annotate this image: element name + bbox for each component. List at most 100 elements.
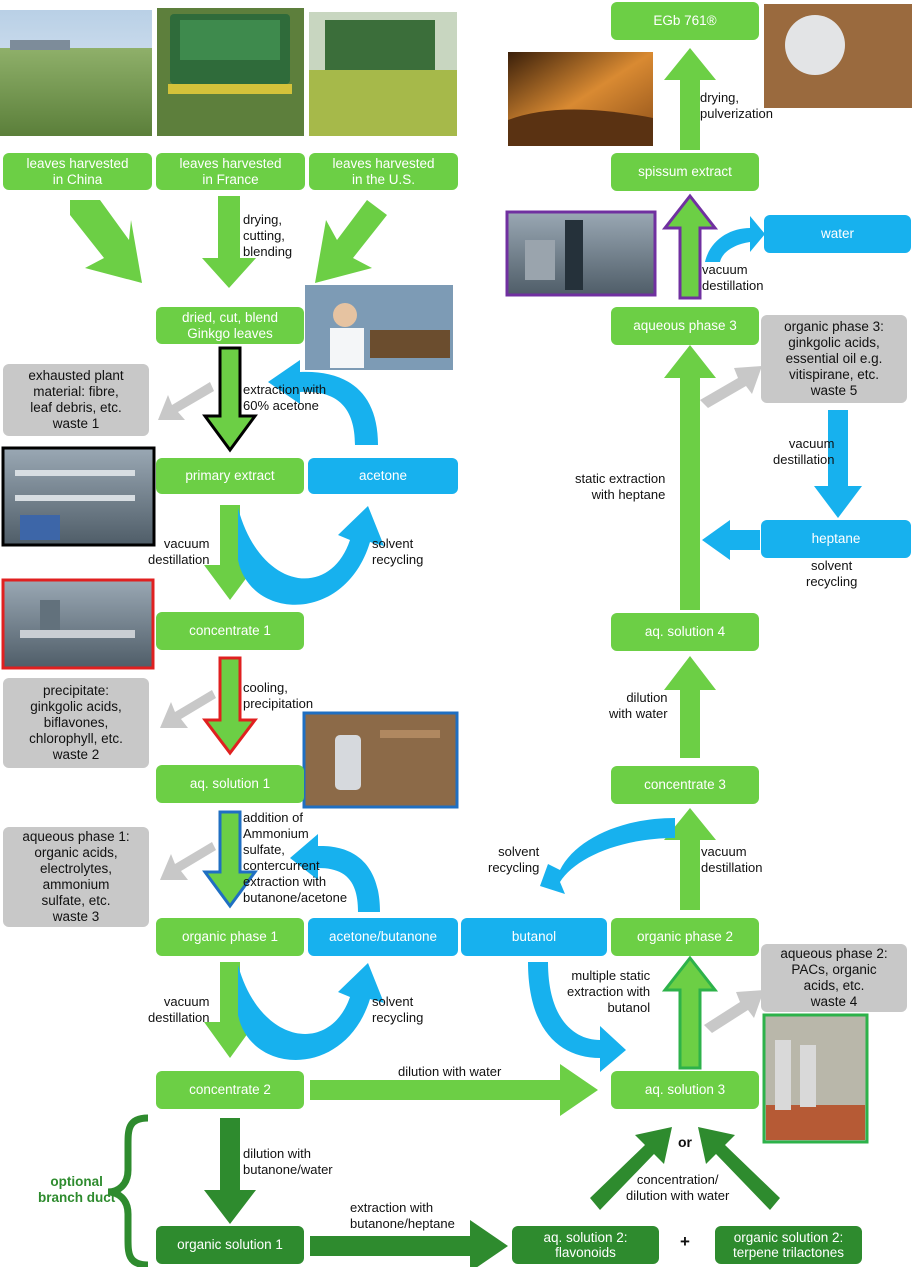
extraction-arrow bbox=[202, 346, 258, 453]
distillation-plant-photo bbox=[505, 210, 657, 297]
aq2-node: aq. solution 2: flavonoids bbox=[512, 1226, 659, 1264]
multiple-label: multiple static extraction with butanol bbox=[567, 968, 651, 1015]
france-node: leaves harvested in France bbox=[156, 153, 305, 190]
vac2-arrow bbox=[204, 962, 256, 1058]
dilw-label: dilution with water bbox=[609, 690, 668, 721]
heptane-recycle-arrow bbox=[702, 520, 760, 560]
aq3-node: aq. solution 3 bbox=[611, 1071, 759, 1109]
extraction-label: extraction with 60% acetone bbox=[243, 382, 327, 413]
water-node: water bbox=[764, 215, 911, 253]
extraction-plant-photo bbox=[1, 446, 156, 547]
drying-label: drying, cutting, blending bbox=[243, 212, 293, 259]
org2-node: organic phase 2 bbox=[611, 918, 759, 956]
china-arrow bbox=[70, 200, 142, 283]
concdil-right-arrow bbox=[698, 1127, 780, 1210]
static-label: static extraction with heptane bbox=[575, 471, 666, 502]
concentrate3-node: concentrate 3 bbox=[611, 766, 759, 804]
hedge-harvester-photo bbox=[309, 12, 457, 136]
waste2-node: precipitate: ginkgolic acids, biflavones… bbox=[3, 678, 149, 768]
cooling-label: cooling, precipitation bbox=[243, 680, 314, 711]
egb-node: EGb 761® bbox=[611, 2, 759, 40]
dilution-water-arrow bbox=[310, 1064, 598, 1116]
waste1-arrow bbox=[158, 382, 214, 420]
vac1-arrow bbox=[204, 505, 256, 600]
vac4-label: vacuum destillation bbox=[773, 436, 835, 467]
orgsol1-node: organic solution 1 bbox=[156, 1226, 304, 1264]
water-arrow bbox=[705, 216, 765, 262]
china-node: leaves harvested in China bbox=[3, 153, 152, 190]
spissum-up-arrow bbox=[661, 193, 719, 300]
recycle3-arrow bbox=[540, 818, 675, 894]
vac3-arrow bbox=[664, 808, 716, 910]
recyc1-label: solvent recycling bbox=[372, 536, 424, 567]
acetone-node: acetone bbox=[308, 458, 458, 494]
dilw-arrow bbox=[664, 656, 716, 758]
aqphase3-node: aqueous phase 3 bbox=[611, 307, 759, 345]
exthep-label: extraction with butanone/heptane bbox=[350, 1200, 455, 1231]
vac1-label: vacuum destillation bbox=[148, 536, 210, 567]
acebut-node: acetone/butanone bbox=[308, 918, 458, 956]
concentrate2-node: concentrate 2 bbox=[156, 1071, 304, 1109]
waste1-node: exhausted plant material: fibre, leaf de… bbox=[3, 364, 149, 436]
vac2-label: vacuum destillation bbox=[148, 994, 210, 1025]
recyc4-label: solvent recycling bbox=[806, 558, 858, 589]
optional-brace bbox=[107, 1114, 149, 1267]
dilbut-label: dilution with butanone/water bbox=[243, 1146, 333, 1177]
cooling-arrow bbox=[201, 656, 259, 756]
tank-hall-photo bbox=[762, 1013, 869, 1144]
waste4-node: aqueous phase 2: PACs, organic acids, et… bbox=[761, 944, 907, 1012]
orgsol2-node: organic solution 2: terpene trilactones bbox=[715, 1226, 862, 1264]
recycle2-arrow bbox=[238, 963, 384, 1060]
or-label: or bbox=[678, 1134, 692, 1150]
dried-node: dried, cut, blend Ginkgo leaves bbox=[156, 307, 304, 344]
waste2-arrow bbox=[160, 690, 216, 728]
aq4-node: aq. solution 4 bbox=[611, 613, 759, 651]
us-node: leaves harvested in the U.S. bbox=[309, 153, 458, 190]
field-photo bbox=[0, 10, 152, 136]
france-arrow bbox=[202, 196, 256, 288]
org2-up-arrow bbox=[661, 955, 719, 1070]
cooling-plant-photo bbox=[1, 578, 155, 670]
concentrate1-node: concentrate 1 bbox=[156, 612, 304, 650]
org1-node: organic phase 1 bbox=[156, 918, 304, 956]
waste5-arrow bbox=[700, 366, 762, 408]
multiple-extraction-arrow bbox=[528, 962, 626, 1072]
drying2-label: drying, pulverization bbox=[700, 90, 773, 121]
dilwater-label: dilution with water bbox=[398, 1064, 502, 1079]
waste4-arrow bbox=[704, 990, 764, 1033]
recyc2-label: solvent recycling bbox=[372, 994, 424, 1025]
us-arrow bbox=[315, 200, 387, 283]
vac5-label: vacuum destillation bbox=[702, 262, 764, 293]
lab-worker-photo bbox=[305, 285, 453, 370]
static-heptane-arrow bbox=[664, 345, 716, 610]
acebut-return-arrow bbox=[290, 834, 380, 912]
plus-label: + bbox=[680, 1232, 690, 1251]
butanol-node: butanol bbox=[461, 918, 607, 956]
spissum-node: spissum extract bbox=[611, 153, 759, 191]
tank-plant-photo bbox=[302, 711, 459, 809]
acetone-return-arrow bbox=[268, 360, 378, 445]
dilbut-arrow bbox=[204, 1118, 256, 1224]
concdil-left-arrow bbox=[590, 1127, 672, 1210]
recycle1-arrow bbox=[238, 506, 384, 605]
exthep-arrow bbox=[310, 1220, 508, 1267]
concdil-label: concentration/ dilution with water bbox=[626, 1172, 730, 1203]
optional-branch-label: optional branch duct bbox=[38, 1174, 116, 1205]
vac3-label: vacuum destillation bbox=[701, 844, 763, 875]
aq1-node: aq. solution 1 bbox=[156, 765, 304, 803]
heptane-node: heptane bbox=[761, 520, 911, 558]
recyc3-label: solvent recycling bbox=[488, 844, 540, 875]
drying2-arrow bbox=[664, 48, 716, 150]
spissum-photo bbox=[508, 52, 653, 146]
harvester-photo bbox=[157, 8, 304, 136]
primary-extract-node: primary extract bbox=[156, 458, 304, 494]
waste3-arrow bbox=[160, 842, 216, 880]
addition-label: addition of Ammonium sulfate, contercurr… bbox=[243, 810, 348, 905]
waste5-node: organic phase 3: ginkgolic acids, essent… bbox=[761, 315, 907, 403]
waste3-node: aqueous phase 1: organic acids, electrol… bbox=[3, 827, 149, 927]
powder-photo bbox=[764, 4, 912, 108]
vac4-arrow bbox=[814, 410, 862, 518]
addition-arrow bbox=[202, 810, 258, 909]
